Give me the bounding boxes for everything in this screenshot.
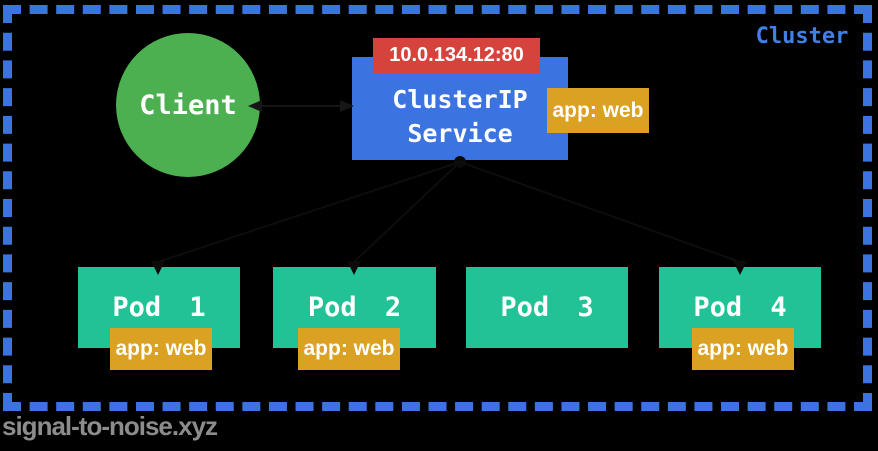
client-node: Client bbox=[116, 33, 260, 177]
pod-name: Pod 3 bbox=[500, 292, 594, 323]
service-selector-label: app: web bbox=[552, 98, 644, 122]
pod-label-badge-2: app: web bbox=[298, 328, 400, 370]
pod-box-3: Pod 3 bbox=[466, 267, 628, 348]
service-name: ClusterIP Service bbox=[392, 84, 528, 148]
service-selector-badge: app: web bbox=[547, 88, 649, 133]
watermark: signal-to-noise.xyz bbox=[2, 411, 218, 441]
service-ip-badge: 10.0.134.12:80 bbox=[373, 38, 540, 73]
pod-label: app: web bbox=[303, 337, 395, 360]
cluster-boundary bbox=[3, 5, 872, 411]
pod-label: app: web bbox=[697, 337, 789, 360]
cluster-label: Cluster bbox=[755, 24, 849, 49]
pod-name: Pod 4 bbox=[693, 292, 787, 323]
pod-name: Pod 2 bbox=[307, 292, 402, 323]
pod-label-badge-1: app: web bbox=[110, 328, 212, 370]
pod-label-badge-4: app: web bbox=[692, 328, 794, 370]
pod-label: app: web bbox=[115, 337, 207, 360]
service-box: ClusterIP Service bbox=[352, 57, 568, 160]
pod-name: Pod 1 bbox=[112, 292, 206, 323]
service-ip-label: 10.0.134.12:80 bbox=[389, 44, 524, 66]
client-label: Client bbox=[139, 89, 237, 121]
